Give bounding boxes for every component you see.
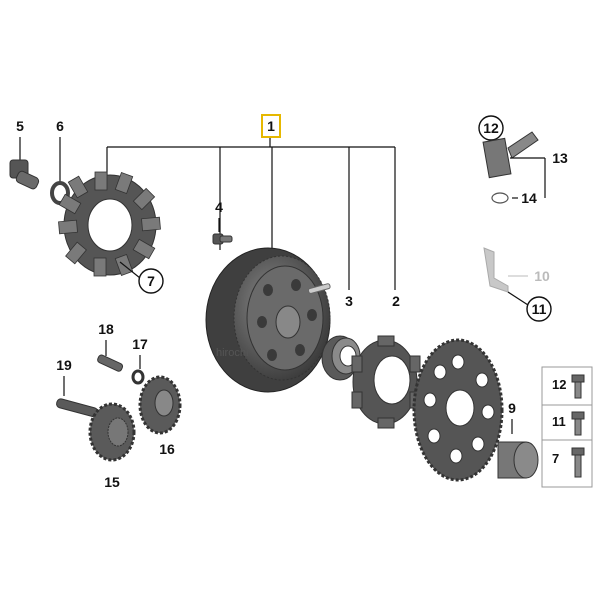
callout-1: 1 bbox=[267, 118, 275, 134]
part-7-stator bbox=[58, 171, 161, 277]
part-2-freewheel bbox=[351, 335, 421, 429]
callout-2: 2 bbox=[392, 293, 400, 309]
callout-11: 11 bbox=[532, 301, 547, 317]
callout-7-circle bbox=[138, 268, 164, 294]
callout-7: 7 bbox=[147, 273, 155, 289]
part-15-gear bbox=[88, 402, 136, 462]
rotor-flywheel bbox=[205, 247, 331, 393]
legend-screw-3-icon bbox=[571, 447, 585, 478]
part-10-bracket bbox=[483, 247, 509, 293]
callout-12: 12 bbox=[483, 120, 499, 136]
callout-1-highlight-box bbox=[261, 114, 281, 138]
callout-10: 10 bbox=[534, 268, 550, 284]
part-17-washer bbox=[131, 369, 145, 385]
part-16-gear bbox=[138, 375, 182, 435]
fastener-legend: 12 11 7 bbox=[541, 366, 593, 488]
part-19-shaft bbox=[56, 398, 99, 418]
legend-row-3-label: 7 bbox=[552, 451, 559, 466]
callout-18: 18 bbox=[98, 321, 114, 337]
callout-3: 3 bbox=[345, 293, 353, 309]
callout-17: 17 bbox=[132, 336, 148, 352]
legend-row-2-label: 11 bbox=[552, 414, 566, 429]
callout-11-circle bbox=[526, 296, 552, 322]
callout-19: 19 bbox=[56, 357, 72, 373]
part-3-bearing bbox=[321, 335, 361, 381]
part-14-o-ring bbox=[491, 192, 509, 204]
part-4-bolt bbox=[212, 233, 233, 245]
callout-13: 13 bbox=[552, 150, 568, 166]
callout-15: 15 bbox=[104, 474, 120, 490]
legend-screw-1-icon bbox=[571, 374, 585, 399]
legend-row-1-label: 12 bbox=[552, 377, 566, 392]
part-5-bolt bbox=[9, 159, 40, 190]
callout-16: 16 bbox=[159, 441, 175, 457]
callout-4: 4 bbox=[215, 199, 223, 215]
callout-14: 14 bbox=[521, 190, 537, 206]
callout-6: 6 bbox=[56, 118, 64, 134]
part-12-sensor bbox=[482, 131, 539, 179]
legend-screw-2-icon bbox=[571, 411, 585, 436]
callout-5: 5 bbox=[16, 118, 24, 134]
callout-12-circle bbox=[478, 115, 504, 141]
callout-9: 9 bbox=[508, 400, 516, 416]
part-18-pin bbox=[97, 354, 124, 372]
part-9-bushing bbox=[497, 441, 539, 479]
part-8-sprocket bbox=[412, 338, 504, 482]
watermark: hirochi bbox=[216, 347, 248, 359]
callout-1-leaders bbox=[106, 136, 396, 290]
